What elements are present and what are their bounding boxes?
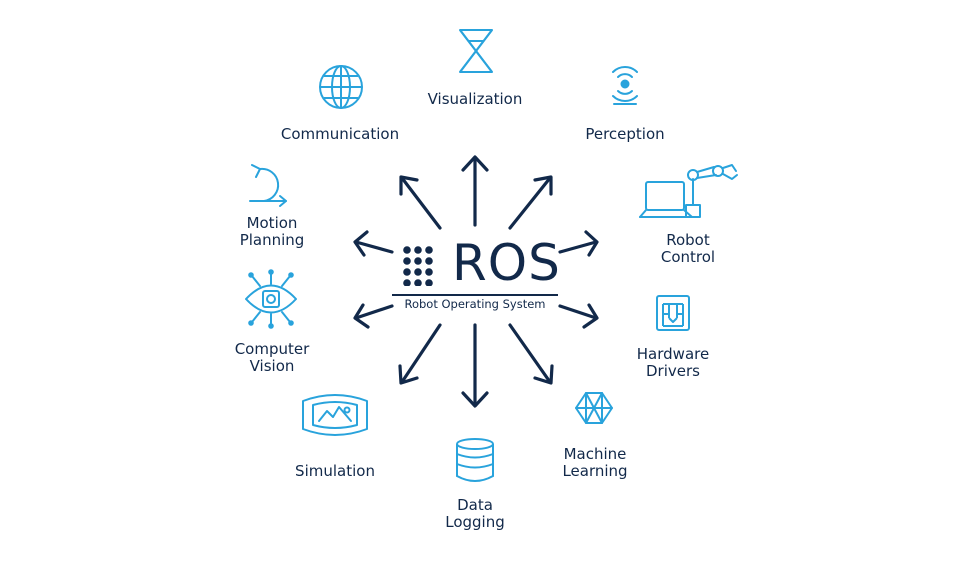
hardware-drivers-line-1: Hardware [636, 345, 710, 363]
ros-logo-text: ROS [452, 234, 561, 292]
hourglass-cube-icon [456, 28, 496, 74]
simulation-text: Simulation [295, 462, 375, 480]
computer-vision-label: Computer Vision [220, 341, 324, 375]
hardware-drivers-label: Hardware Drivers [625, 346, 721, 380]
data-logging-line-2: Logging [445, 513, 505, 531]
curved-arrow-icon [246, 163, 290, 207]
arrow-down-left [398, 323, 442, 385]
arrow-upper-left [399, 175, 442, 230]
arrow-down-right [508, 323, 554, 385]
arrow-upper-right [508, 175, 553, 230]
arrow-up [461, 155, 489, 227]
ros-logo-dots [403, 246, 433, 286]
arrow-lower-right [558, 303, 599, 329]
ros-subtitle: Robot Operating System [404, 297, 546, 311]
communication-text: Communication [280, 125, 400, 143]
arrow-right [558, 230, 599, 257]
machine-learning-label: Machine Learning [545, 446, 645, 480]
data-logging-label: Data Logging [425, 497, 525, 531]
communication-label: Communication [275, 126, 405, 143]
globe-icon [318, 64, 364, 110]
neural-network-icon [574, 389, 614, 427]
database-icon [454, 437, 496, 483]
motion-planning-line-2: Planning [239, 231, 305, 249]
computer-vision-line-1: Computer [234, 340, 310, 358]
ros-divider [392, 294, 558, 296]
computer-vision-line-2: Vision [249, 357, 295, 375]
motion-planning-label: Motion Planning [222, 215, 322, 249]
visualization-label: Visualization [415, 91, 535, 108]
simulation-label: Simulation [280, 463, 390, 480]
radar-signal-icon [606, 66, 644, 106]
perception-label: Perception [570, 126, 680, 143]
panoramic-screen-icon [299, 391, 371, 441]
arrow-lower-left [353, 303, 394, 329]
robot-control-label: Robot Control [640, 232, 736, 266]
machine-learning-line-2: Learning [562, 462, 628, 480]
robot-control-line-1: Robot [666, 231, 710, 249]
data-logging-line-1: Data [457, 496, 493, 514]
machine-learning-line-1: Machine [563, 445, 627, 463]
robot-control-line-2: Control [660, 248, 716, 266]
robot-arm-laptop-icon [639, 164, 740, 225]
motion-planning-line-1: Motion [246, 214, 298, 232]
visualization-text: Visualization [427, 90, 523, 108]
arrow-down [461, 323, 489, 408]
perception-text: Perception [585, 125, 665, 143]
eye-chip-icon [240, 269, 302, 329]
arrow-left [353, 230, 394, 257]
sim-card-icon [655, 294, 691, 332]
hardware-drivers-line-2: Drivers [646, 362, 700, 380]
